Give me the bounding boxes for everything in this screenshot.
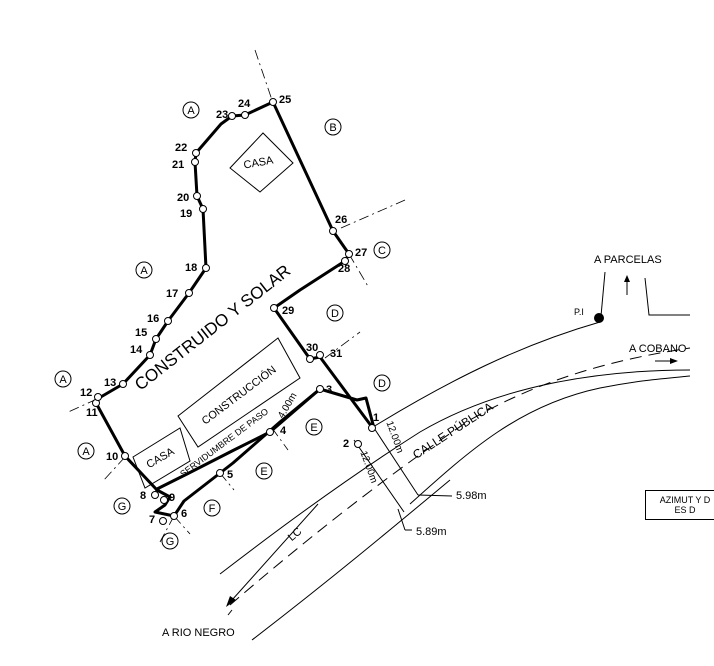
svg-text:A: A	[59, 374, 67, 386]
to-parcelas: A PARCELAS	[594, 254, 662, 266]
svg-text:G: G	[118, 501, 127, 513]
svg-text:26: 26	[335, 214, 347, 226]
svg-text:10: 10	[106, 451, 118, 463]
dimensions: 5.98m 5.89m	[353, 427, 487, 538]
easement-width: 4.00m	[276, 391, 299, 421]
svg-text:CASA: CASA	[243, 154, 275, 171]
svg-text:5.89m: 5.89m	[416, 526, 447, 538]
casa-bottom: CASA	[132, 427, 191, 489]
svg-text:16: 16	[147, 313, 159, 325]
svg-text:13: 13	[104, 377, 116, 389]
casa-top: CASA	[229, 132, 294, 193]
point-numbers: 1 2 3 4 5 6 7 8 9 10 11 12 13 14 15 16 1…	[80, 94, 379, 526]
lc-label: LC	[286, 526, 305, 544]
svg-text:30: 30	[306, 342, 318, 354]
road	[219, 277, 691, 641]
street-width-1: 12.00m	[383, 420, 405, 455]
svg-text:9: 9	[169, 492, 175, 504]
svg-text:B: B	[329, 122, 336, 134]
svg-text:A: A	[82, 446, 90, 458]
svg-text:P.I: P.I	[574, 307, 584, 317]
svg-text:3: 3	[326, 384, 332, 396]
svg-text:31: 31	[330, 348, 342, 360]
boundary-extensions	[65, 49, 406, 543]
svg-text:23: 23	[216, 109, 228, 121]
azimuth-note: AZIMUT Y D ES D	[645, 490, 714, 520]
svg-text:5.98m: 5.98m	[456, 490, 487, 502]
svg-text:F: F	[209, 503, 216, 515]
neighbour-letters: A B C A D D A A E E F G G	[54, 101, 391, 550]
vertices	[92, 98, 376, 525]
note-line-2: ES D	[674, 505, 696, 515]
svg-text:21: 21	[172, 159, 184, 171]
easement-line	[154, 387, 321, 492]
svg-text:12: 12	[80, 387, 92, 399]
svg-text:29: 29	[282, 305, 294, 317]
svg-text:A: A	[140, 265, 148, 277]
svg-text:1: 1	[373, 412, 379, 424]
svg-text:D: D	[331, 308, 339, 320]
svg-text:D: D	[378, 378, 386, 390]
svg-text:27: 27	[355, 247, 367, 259]
svg-text:5: 5	[227, 469, 233, 481]
svg-text:4: 4	[280, 425, 287, 437]
pi-marker	[594, 313, 604, 323]
svg-text:18: 18	[185, 262, 197, 274]
svg-text:11: 11	[86, 407, 98, 419]
svg-text:6: 6	[181, 508, 187, 520]
svg-text:C: C	[378, 245, 386, 257]
svg-text:22: 22	[175, 142, 187, 154]
svg-text:25: 25	[279, 94, 291, 106]
street-width-2: 12.00m	[357, 450, 379, 485]
svg-text:20: 20	[177, 192, 189, 204]
to-cobano: A COBANO	[629, 343, 687, 355]
svg-text:19: 19	[180, 208, 192, 220]
svg-text:G: G	[166, 536, 175, 548]
svg-text:CONSTRUCCIÓN: CONSTRUCCIÓN	[199, 363, 279, 427]
svg-text:CASA: CASA	[145, 445, 178, 471]
svg-text:8: 8	[140, 490, 146, 502]
svg-text:17: 17	[166, 288, 178, 300]
note-line-1: AZIMUT Y D	[659, 495, 711, 505]
svg-text:15: 15	[135, 327, 147, 339]
svg-text:7: 7	[149, 514, 155, 526]
svg-text:A: A	[187, 105, 195, 117]
svg-text:2: 2	[343, 438, 349, 450]
svg-text:28: 28	[338, 263, 350, 275]
svg-text:14: 14	[130, 344, 143, 356]
svg-text:24: 24	[238, 98, 251, 110]
svg-text:E: E	[260, 466, 267, 478]
to-rio-negro: A RIO NEGRO	[162, 627, 235, 639]
svg-text:E: E	[310, 422, 317, 434]
